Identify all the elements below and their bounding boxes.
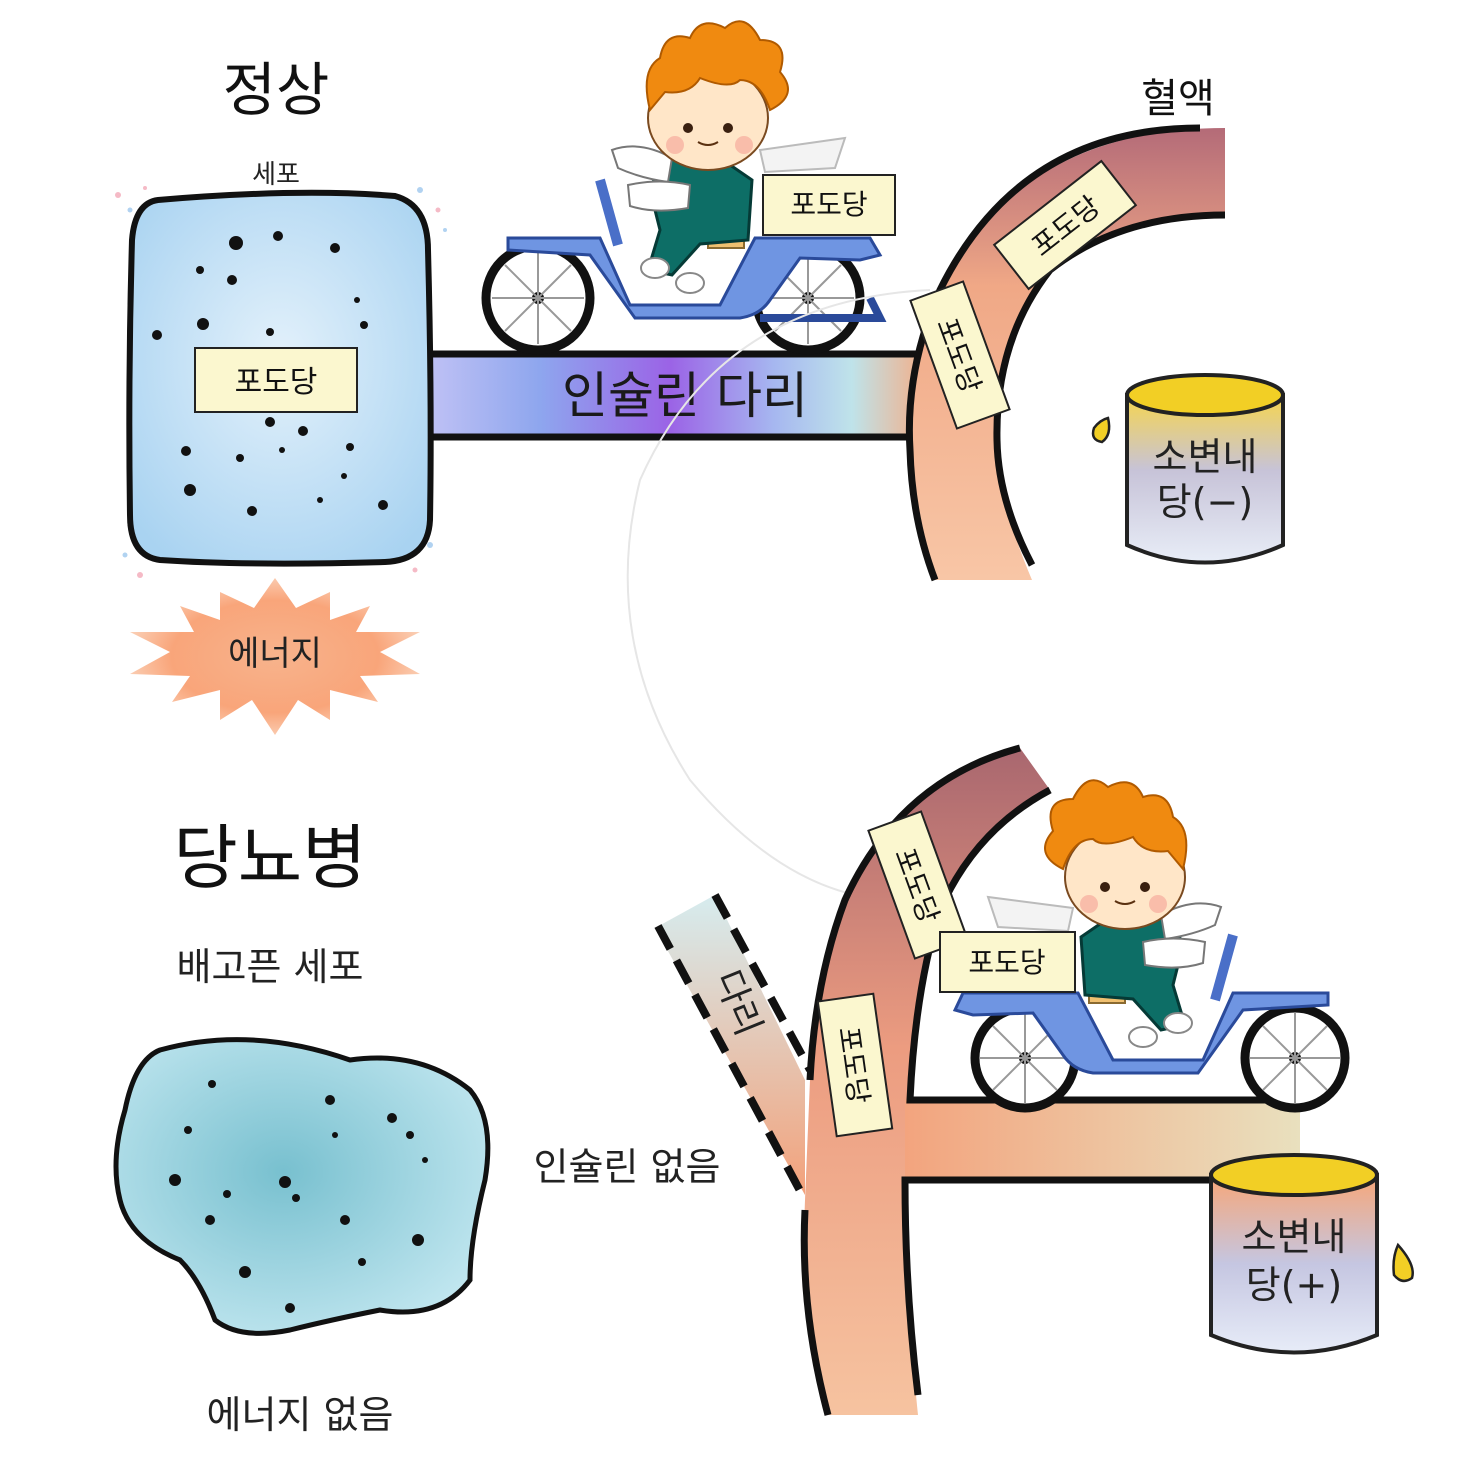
insulin-bridge bbox=[410, 354, 930, 437]
normal-cell-label: 세포 bbox=[252, 160, 300, 190]
urine-drop-positive bbox=[1392, 1242, 1414, 1283]
cell-glucose-box bbox=[194, 347, 358, 413]
hungry-cell bbox=[113, 1037, 491, 1336]
urine-drop-negative bbox=[1091, 416, 1111, 444]
cargo-box-diabetes bbox=[939, 931, 1076, 993]
cell-sparkles bbox=[115, 186, 447, 578]
energy-burst bbox=[130, 578, 420, 735]
no-energy-label: 에너지 없음 bbox=[207, 1393, 394, 1437]
rider-scooter-normal: 포도당 bbox=[481, 20, 896, 355]
blood-vessel-normal bbox=[909, 128, 1225, 580]
normal-heading: 정상 bbox=[223, 56, 330, 124]
hungry-cell-organelles bbox=[169, 1080, 428, 1313]
urine-pos-line1: 소변내 bbox=[1242, 1215, 1347, 1259]
urine-pos-line2: 당(+) bbox=[1246, 1263, 1342, 1307]
no-insulin-label: 인슐린 없음 bbox=[534, 1145, 721, 1189]
background-arc bbox=[626, 289, 931, 901]
cell-organelles bbox=[152, 231, 388, 516]
hungry-cell-label: 배고픈 세포 bbox=[177, 945, 364, 989]
diabetes-vessel-glucose-box-2: 포도당 bbox=[816, 992, 894, 1138]
rider-scooter-diabetes bbox=[952, 779, 1350, 1113]
blood-label: 혈액 bbox=[1141, 76, 1215, 122]
energy-label: 에너지 bbox=[228, 634, 322, 674]
insulin-bridge-label: 인슐린 다리 bbox=[562, 367, 808, 425]
urine-cup-negative: 소변내 당(−) bbox=[1125, 373, 1285, 565]
urine-neg-line1: 소변내 bbox=[1153, 435, 1258, 479]
urine-cup-positive: 소변내 당(+) bbox=[1209, 1153, 1379, 1355]
urine-neg-line2: 당(−) bbox=[1157, 480, 1253, 524]
diabetes-heading: 당뇨병 bbox=[173, 817, 366, 899]
cell-glucose-label: 포도당 bbox=[235, 365, 318, 400]
vessel-glucose-box-1: 포도당 bbox=[992, 159, 1138, 291]
cargo-glucose-diabetes: 포도당 bbox=[968, 946, 1045, 979]
cargo-glucose-normal: 포도당 bbox=[790, 188, 867, 221]
missing-bridge bbox=[655, 895, 805, 1195]
cargo-box-normal bbox=[762, 174, 896, 236]
